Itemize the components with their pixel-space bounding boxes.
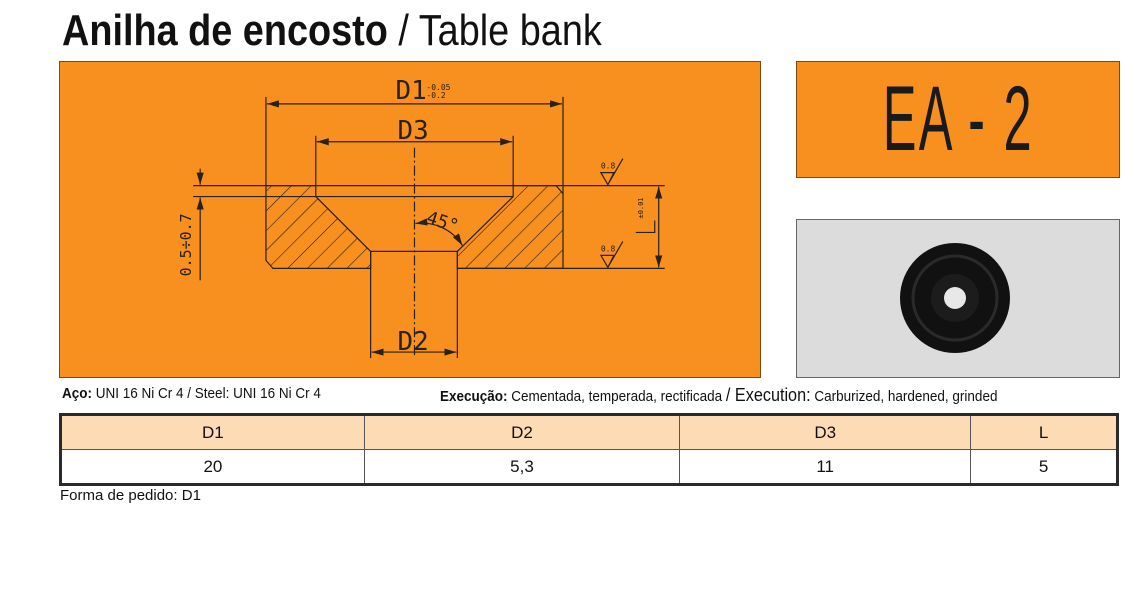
execution-spec: Execução: Cementada, temperada, rectific… [440,385,997,406]
drawing-svg: D1 -0.05 -0.2 D3 D2 45° 0.5÷0.7 ±0.01 0.… [177,76,665,359]
exec-label-en: Execution: [734,385,811,405]
table-header-row: D1 D2 D3 L [60,414,1118,450]
steel-label-pt: Aço: [62,385,93,402]
cell-d1: 20 [60,449,365,485]
label-l-tol: ±0.01 [637,198,645,219]
label-d3: D3 [398,116,429,146]
label-d1-tol-lower: -0.2 [426,91,445,100]
cell-l: 5 [970,449,1118,485]
label-roughness-top: 0.8 [601,162,616,171]
cell-d2: 5,3 [363,449,681,485]
title-en: / Table bank [387,6,602,55]
label-roughness-bottom: 0.8 [601,244,616,253]
roughness-symbol-bottom [599,241,624,269]
label-chamfer: 0.5÷0.7 [177,213,195,276]
page-title: Anilha de encosto / Table bank [62,6,602,56]
label-d1-tol-upper: -0.05 [426,83,450,92]
table-row: 20 5,3 11 5 [60,449,1118,485]
steel-value-pt: UNI 16 Ni Cr 4 / [92,385,195,402]
technical-drawing: D1 -0.05 -0.2 D3 D2 45° 0.5÷0.7 ±0.01 0.… [59,61,761,378]
title-pt: Anilha de encosto [62,6,388,55]
header-d3: D3 [679,414,972,450]
steel-value-en: UNI 16 Ni Cr 4 [229,385,321,402]
label-d1: D1 [396,76,427,106]
label-d2: D2 [398,327,429,357]
header-d2: D2 [363,414,681,450]
product-code-box: EA - 2 [796,61,1120,178]
section-right [456,185,564,269]
washer-image [900,243,1010,353]
label-angle: 45° [424,207,461,237]
product-photo [796,219,1120,378]
exec-label-pt: Execução: [440,388,508,405]
order-note: Forma de pedido: D1 [60,487,201,504]
exec-slash: / [725,385,735,405]
section-left [265,185,372,269]
header-d1: D1 [60,414,365,450]
exec-value-pt: Cementada, temperada, rectificada [507,388,726,405]
product-code: EA - 2 [882,68,1034,170]
cell-d3: 11 [679,449,972,485]
steel-spec: Aço: UNI 16 Ni Cr 4 / Steel: UNI 16 Ni C… [62,385,321,402]
exec-value-en: Carburized, hardened, grinded [810,388,998,405]
roughness-symbol-top [599,158,624,186]
header-l: L [970,414,1118,450]
dimensions-table: D1 D2 D3 L 20 5,3 11 5 [59,413,1119,486]
steel-label-en: Steel: [194,385,230,402]
specifications: Aço: UNI 16 Ni Cr 4 / Steel: UNI 16 Ni C… [62,385,1115,405]
